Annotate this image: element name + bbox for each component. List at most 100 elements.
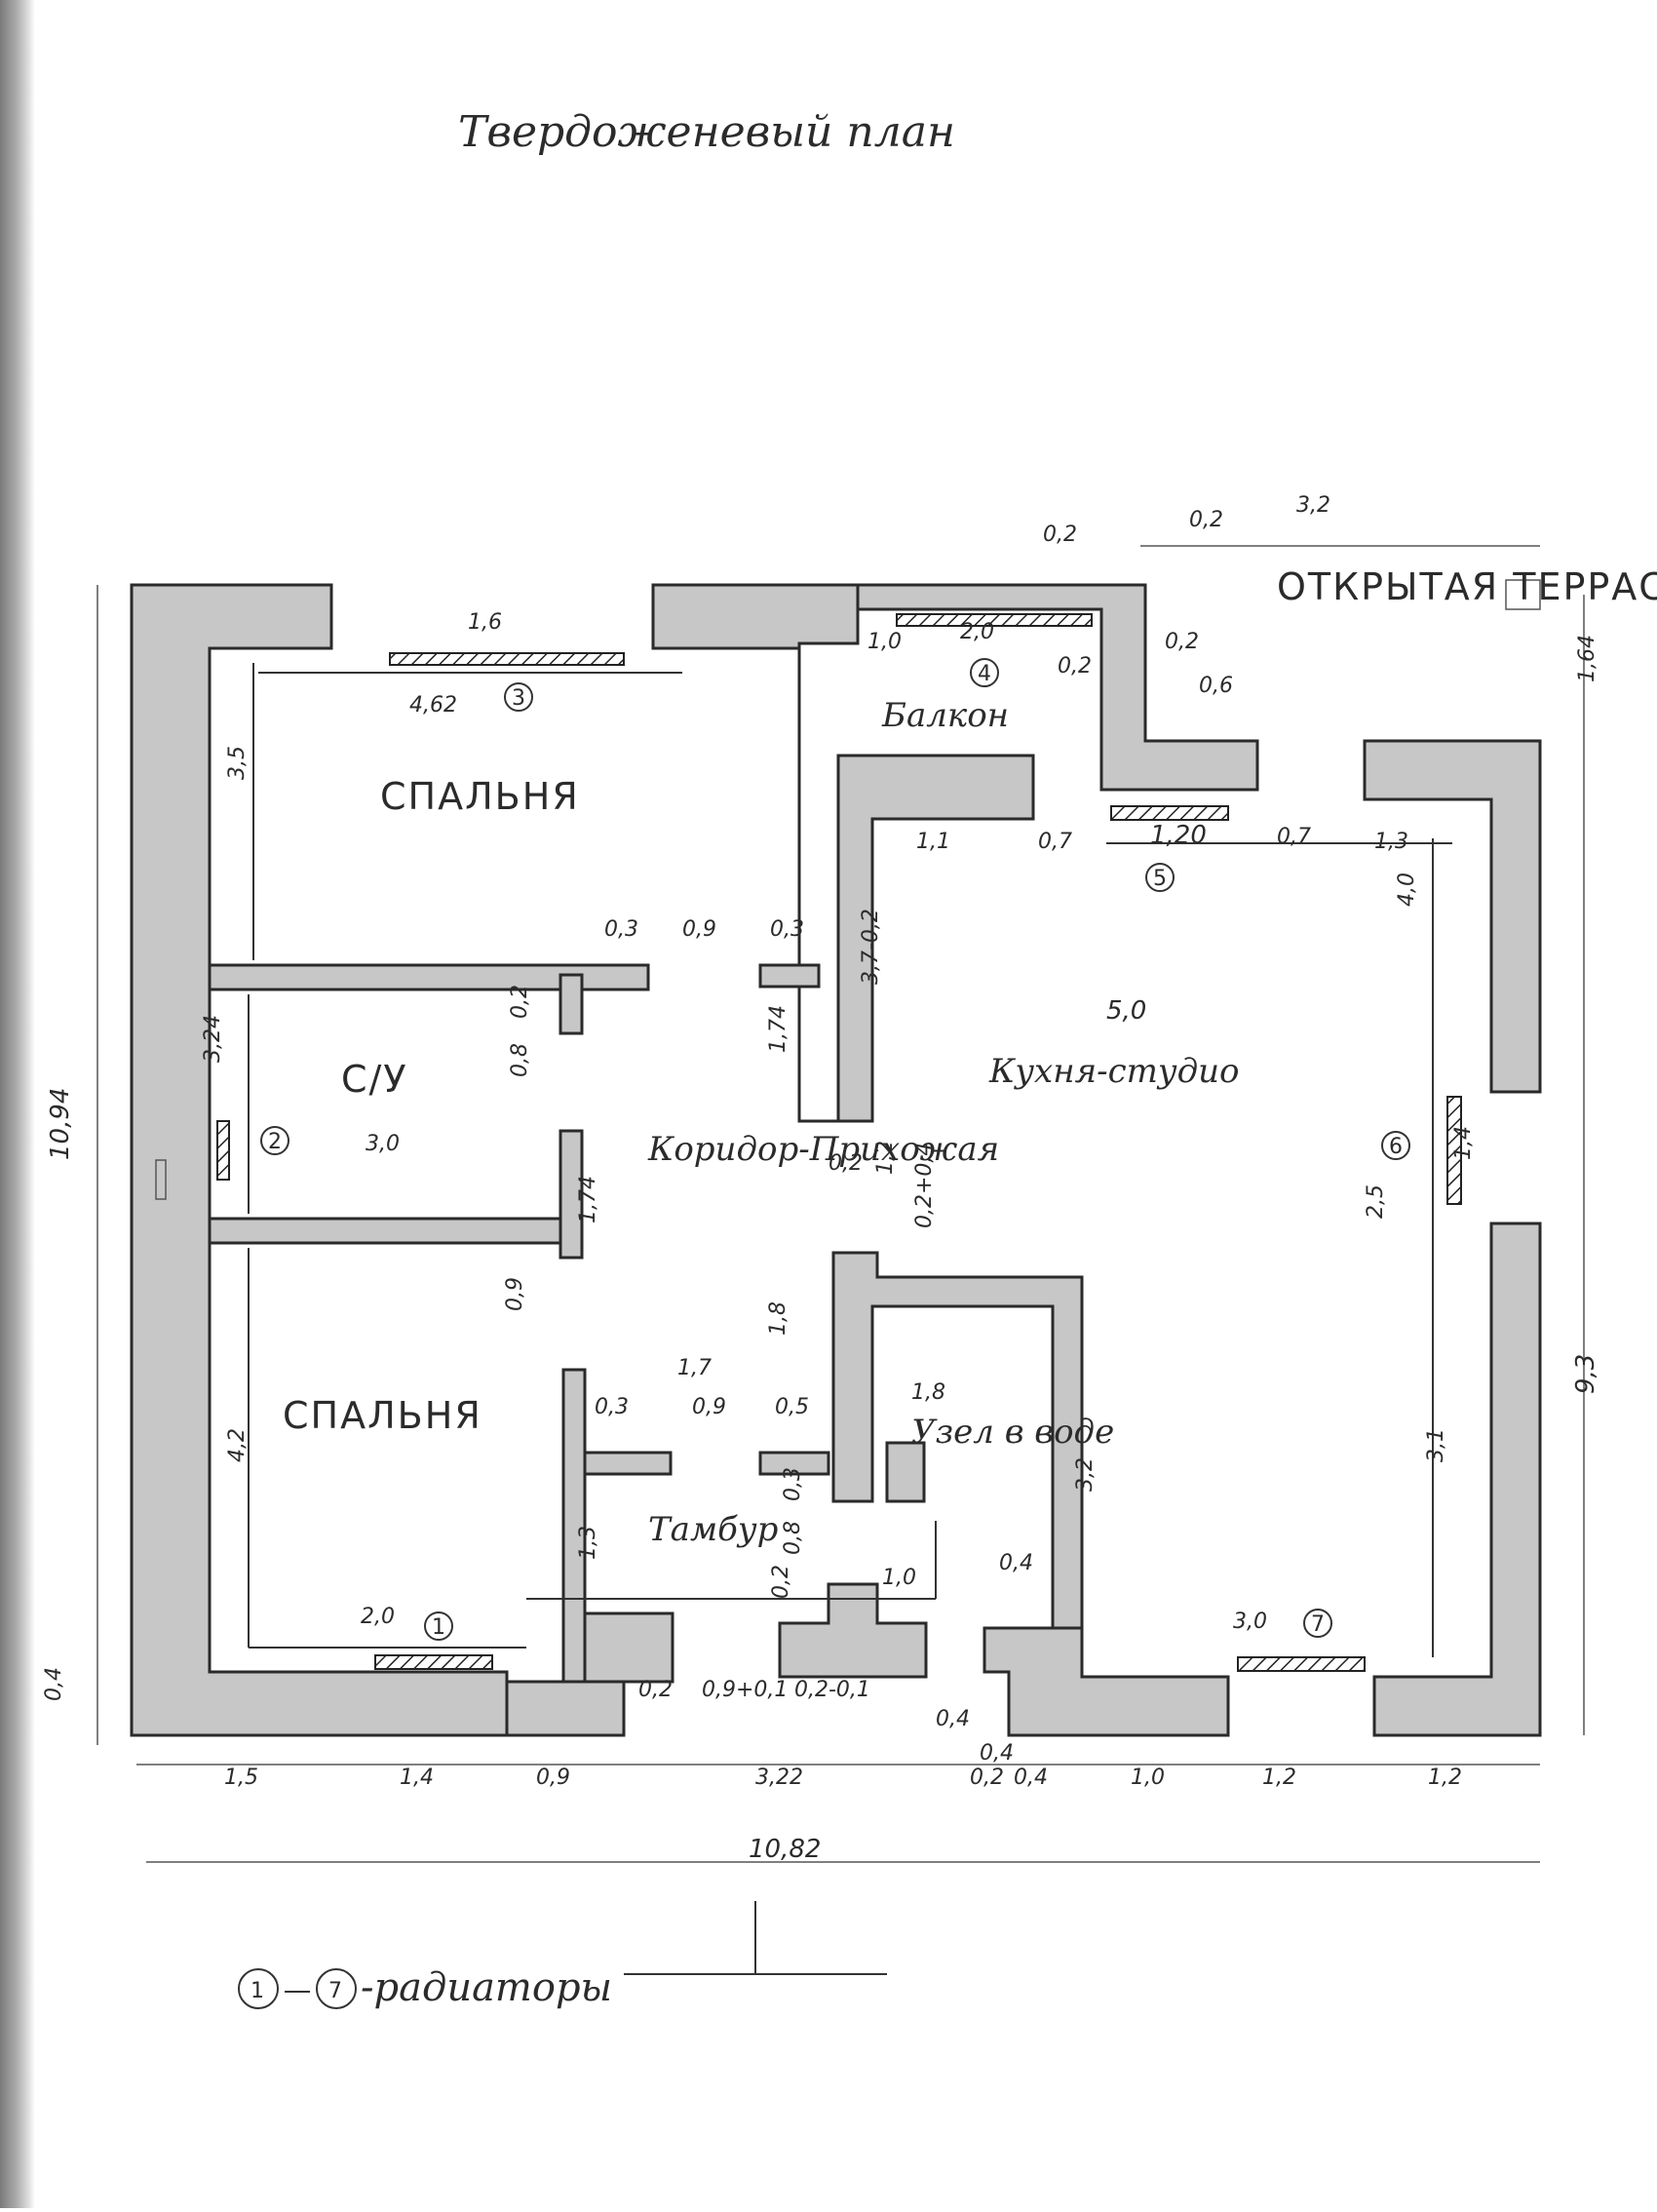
radiator-markers: 3 4 5 6 7 1 2 (260, 658, 1410, 1641)
dimension-labels: 0,2 0,2 3,2 1,6 4,62 3,5 2,0 1,0 0,2 0,6… (42, 493, 1600, 1864)
walls (130, 583, 1542, 1737)
wall-balcony (856, 583, 1259, 792)
dim-bottom-1-2a: 1,2 (1262, 1766, 1296, 1790)
dim-corr-3-0: 3,0 (366, 1132, 400, 1156)
dim-corr-0-2: 0,2 (508, 985, 532, 1019)
wall-left (130, 583, 509, 1737)
wall-bottom-center (778, 1582, 928, 1679)
dim-corr-0-2-0-4: 0,2+0,4 (912, 1143, 937, 1228)
radiator-marker-1 (424, 1611, 453, 1641)
dim-top-0-2a: 0,2 (1043, 523, 1077, 547)
dim-corr-0-3c: 0,3 (595, 1395, 629, 1419)
dim-water-3-2: 3,2 (1073, 1457, 1098, 1492)
wall-corridor-stub (758, 1451, 830, 1476)
room-label-terrace: ОТКРЫТАЯ ТЕРРАСА (1277, 565, 1657, 608)
wall-bottom-right (983, 1626, 1230, 1737)
dim-bed-3-5: 3,5 (225, 746, 250, 780)
radiator-7 (1237, 1656, 1366, 1672)
dim-corr-0-5: 0,5 (775, 1395, 809, 1419)
dim-water-1-8: 1,8 (911, 1380, 945, 1405)
dim-left-0-4: 0,4 (42, 1667, 66, 1701)
dim-bottom-0-9: 0,9 (536, 1766, 570, 1790)
radiator-number-2: 2 (268, 1130, 282, 1154)
scan-margin-shadow (0, 0, 35, 2208)
radiator-1 (374, 1654, 493, 1670)
dim-bed-4-62: 4,62 (409, 693, 457, 718)
water-heater (885, 1441, 926, 1503)
room-label-water-unit: Узел в воде (911, 1413, 1114, 1452)
wall-vestibule-stub (583, 1451, 673, 1476)
dim-kitchen-1-1: 1,1 (916, 830, 950, 854)
legend: 1 7 -радиаторы (238, 1965, 612, 2010)
dim-top-0-2b: 0,2 (1189, 508, 1223, 532)
dim-h-0-9-0-1: 0,9+0,1 (702, 1678, 788, 1702)
legend-number-1: 1 (250, 1979, 264, 2003)
dim-vest-1-0: 1,0 (882, 1566, 916, 1590)
dim-vest-1-3: 1,3 (576, 1526, 600, 1560)
dim-kitchen-2-5: 2,5 (1364, 1184, 1388, 1219)
dim-kitchen-1-4: 1,4 (1451, 1126, 1476, 1160)
dim-corr-0-8: 0,8 (508, 1043, 532, 1077)
radiator-5 (1110, 805, 1229, 821)
dimension-lines (96, 545, 1585, 1975)
wall-vestibule-block (583, 1611, 674, 1684)
radiator-number-5: 5 (1153, 867, 1167, 891)
radiator-marker-4 (970, 658, 999, 687)
legend-marker-1 (238, 1968, 279, 2009)
dim-bottom-1-0: 1,0 (1131, 1766, 1165, 1790)
dim-corr-1-2: 1,2 (873, 1141, 898, 1175)
dim-bed-2-0: 2,0 (361, 1605, 395, 1629)
room-label-kitchen: Кухня-студио (988, 1052, 1240, 1091)
room-label-bathroom: С/У (341, 1058, 408, 1101)
dim-bottom-3-22: 3,22 (755, 1766, 803, 1790)
wall-partition-bottom (208, 1217, 562, 1245)
dim-bal-0-6: 0,6 (1199, 674, 1233, 698)
dim-kitchen-3-7: 3,7-0,2 (859, 909, 883, 985)
legend-text: -радиаторы (361, 1965, 612, 2010)
dim-bed-1-6: 1,6 (468, 610, 502, 635)
dim-corr-1-74b: 1,74 (576, 1176, 600, 1223)
dim-bal-0-2: 0,2 (1058, 654, 1092, 679)
dim-h-0-4: 0,4 (936, 1707, 970, 1731)
dim-bal-2-0: 2,0 (960, 620, 994, 644)
wall-bottom-left (505, 1680, 626, 1737)
dim-bottom-1-5: 1,5 (224, 1766, 258, 1790)
dim-kitchen-3-0: 3,0 (1233, 1610, 1267, 1634)
room-labels: СПАЛЬНЯ С/У Коридор-Прихожая Кухня-студи… (283, 565, 1657, 1549)
radiator-marker-6 (1381, 1131, 1410, 1160)
wall-right-upper (1363, 739, 1542, 1094)
room-label-vestibule: Тамбур (648, 1510, 778, 1549)
dim-kitchen-5-0: 5,0 (1106, 996, 1146, 1026)
wall-vestibule-left (561, 1368, 587, 1684)
radiator-number-4: 4 (978, 662, 991, 686)
wall-stub-2 (559, 1129, 584, 1260)
dim-right-1-64: 1,64 (1575, 635, 1599, 682)
legend-number-7: 7 (328, 1979, 342, 2003)
wall-top-middle (651, 583, 1035, 1123)
dim-right-9-3: 9,3 (1571, 1354, 1600, 1394)
radiator-marker-2 (260, 1126, 289, 1155)
dim-bottom-1-4: 1,4 (400, 1766, 434, 1790)
dim-kitchen-4-0: 4,0 (1395, 873, 1419, 907)
wall-right-lower (1372, 1222, 1542, 1737)
radiators (216, 613, 1462, 1672)
dim-corr-0-9b: 0,9 (503, 1277, 527, 1311)
dim-corr-0-9a: 0,9 (682, 917, 716, 942)
dim-vest-0-3: 0,3 (781, 1467, 805, 1501)
radiator-number-1: 1 (432, 1615, 445, 1640)
radiator-number-7: 7 (1311, 1612, 1325, 1637)
dim-bed-4-2: 4,2 (225, 1428, 250, 1462)
dim-h-0-2c: 0,2 (638, 1678, 673, 1702)
radiator-number-6: 6 (1389, 1135, 1403, 1159)
radiator-4 (896, 613, 1093, 627)
radiator-3 (389, 652, 625, 666)
dim-bottom-0-2: 0,2 (970, 1766, 1004, 1790)
dim-corr-0-2b: 0,2 (828, 1151, 863, 1176)
dim-kitchen-3-1: 3,1 (1424, 1428, 1448, 1462)
dim-total-height: 10,94 (46, 1088, 75, 1160)
dim-total-width: 10,82 (749, 1835, 821, 1864)
radiator-number-3: 3 (512, 686, 525, 711)
dim-corr-3-24: 3,24 (201, 1015, 225, 1063)
wall-stub-1 (559, 973, 584, 1035)
